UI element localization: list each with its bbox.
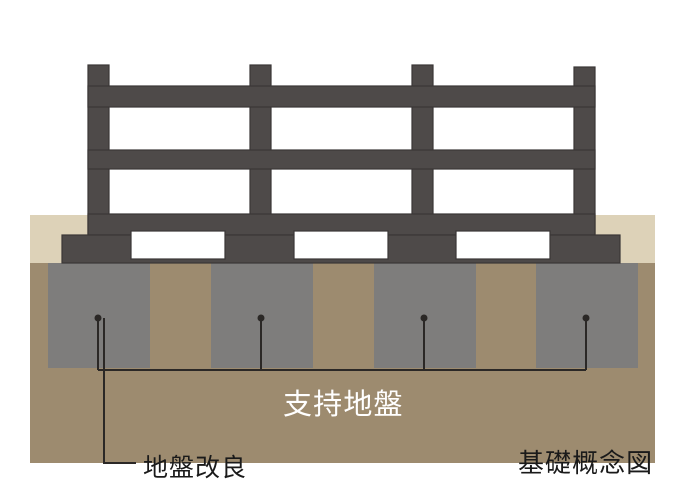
foundation-mat xyxy=(61,230,621,264)
leader-lines xyxy=(97,318,587,464)
beam-roof xyxy=(87,85,596,108)
leader-dots xyxy=(94,314,590,322)
concrete-frame xyxy=(87,64,596,238)
diagram-title-label: 基礎概念図 xyxy=(518,449,654,478)
bearing-stratum-label: 支持地盤 xyxy=(283,389,404,421)
leader-callout-line xyxy=(103,318,136,464)
leader-dot-block-1 xyxy=(94,314,102,322)
beam-second-floor xyxy=(87,149,596,170)
leader-dot-block-3 xyxy=(420,314,428,322)
foundation-void-1 xyxy=(130,230,226,260)
foundation-void-2 xyxy=(293,230,389,260)
ground-improvement-label: 地盤改良 xyxy=(143,455,248,482)
leader-dot-block-4 xyxy=(582,314,590,322)
foundation-void-3 xyxy=(455,230,551,260)
leader-dot-block-2 xyxy=(257,314,265,322)
